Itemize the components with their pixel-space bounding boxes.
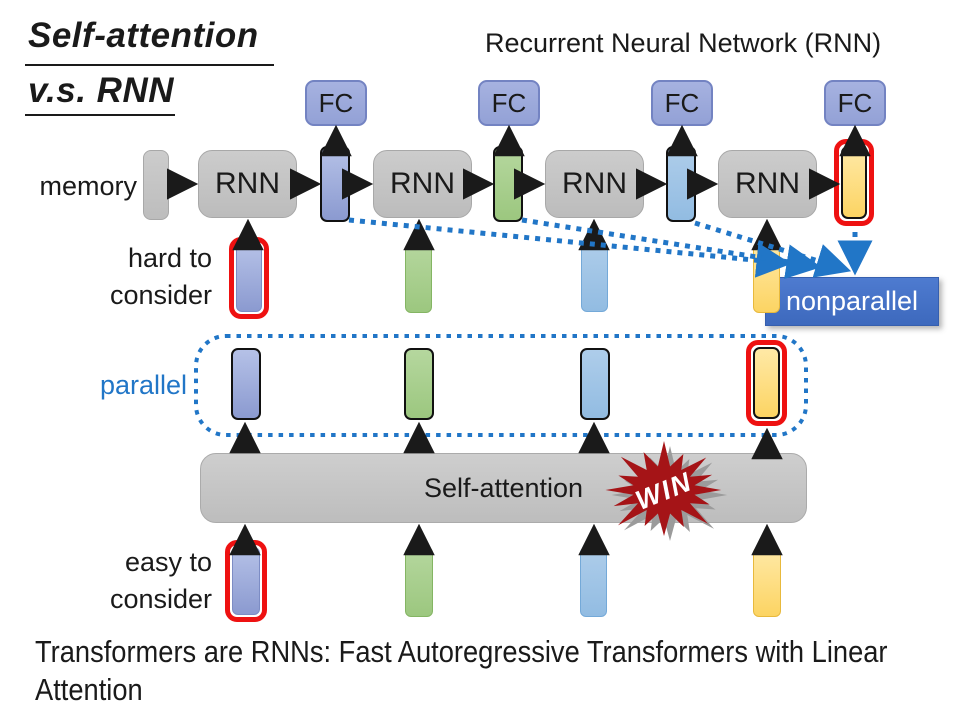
- fc-box-4: FC: [824, 80, 886, 126]
- rnn-box-4-label: RNN: [735, 167, 800, 200]
- rnn-output-bar-1: [320, 146, 350, 222]
- rnn-box-2-label: RNN: [390, 167, 455, 200]
- page-title-line2: v.s. RNN: [28, 71, 174, 110]
- parallel-bar-3: [580, 348, 610, 420]
- rnn-output-bar-2: [493, 146, 523, 222]
- fc-box-2: FC: [478, 80, 540, 126]
- fc-box-2-label: FC: [491, 87, 527, 118]
- rnn-box-1-label: RNN: [215, 167, 280, 200]
- self-attention-box: Self-attention: [200, 453, 807, 523]
- memory-label: memory: [39, 171, 137, 201]
- memory-bar: [143, 150, 169, 220]
- fc-box-1-label: FC: [318, 87, 354, 118]
- rnn-input-bar-3: [581, 242, 608, 312]
- nonparallel-label: nonparallel: [785, 286, 919, 316]
- parallel-dotted-box: [194, 334, 808, 437]
- hard-to-consider-line1: hard to: [127, 243, 212, 273]
- paper-caption-line2: Attention: [35, 672, 143, 707]
- title-underline-1: [25, 64, 274, 66]
- rnn-box-2: RNN: [373, 150, 472, 218]
- parallel-bar-4: [753, 347, 780, 419]
- parallel-label: parallel: [99, 370, 187, 400]
- page-title-line1: Self-attention: [28, 16, 259, 55]
- red-highlight-ring-parallel: [746, 340, 787, 426]
- parallel-bar-2: [404, 348, 434, 420]
- fc-box-3: FC: [651, 80, 713, 126]
- rnn-output-bar-4: [841, 146, 867, 219]
- title-underline-2: [25, 114, 175, 116]
- rnn-input-bar-4: [753, 242, 780, 313]
- self-attention-box-label: Self-attention: [423, 472, 584, 503]
- nonparallel-callout: nonparallel: [765, 277, 939, 326]
- attention-input-arrows: [229, 523, 783, 556]
- rnn-box-1: RNN: [198, 150, 297, 218]
- fc-box-3-label: FC: [664, 87, 700, 118]
- rnn-box-3: RNN: [545, 150, 644, 218]
- hard-to-consider-line2: consider: [109, 280, 212, 310]
- rnn-input-bar-2: [405, 243, 432, 313]
- attention-input-bar-2: [405, 547, 433, 617]
- rnn-input-arrows: [232, 218, 783, 251]
- attention-input-bar-4: [753, 547, 781, 617]
- fc-box-1: FC: [305, 80, 367, 126]
- hard-to-consider-label: hard to consider: [60, 240, 212, 314]
- rnn-box-4: RNN: [718, 150, 817, 218]
- rnn-output-bar-3: [666, 146, 696, 222]
- parallel-output-arrows: [229, 421, 783, 460]
- fc-arrows: [320, 124, 871, 157]
- paper-caption-line1: Transformers are RNNs: Fast Autoregressi…: [35, 634, 888, 669]
- red-highlight-ring-output: [834, 139, 874, 226]
- easy-to-consider-line1: easy to: [124, 547, 212, 577]
- rnn-section-heading: Recurrent Neural Network (RNN): [485, 28, 882, 58]
- easy-to-consider-line2: consider: [109, 584, 212, 614]
- attention-input-bar-1: [232, 547, 260, 615]
- red-highlight-ring-input: [229, 237, 269, 319]
- fc-box-4-label: FC: [837, 87, 873, 118]
- parallel-bar-1: [231, 348, 261, 420]
- red-highlight-ring-easy: [225, 540, 267, 622]
- rnn-input-bar-1: [236, 244, 262, 312]
- rnn-box-3-label: RNN: [562, 167, 627, 200]
- attention-input-bar-3: [580, 547, 607, 617]
- easy-to-consider-label: easy to consider: [60, 544, 212, 618]
